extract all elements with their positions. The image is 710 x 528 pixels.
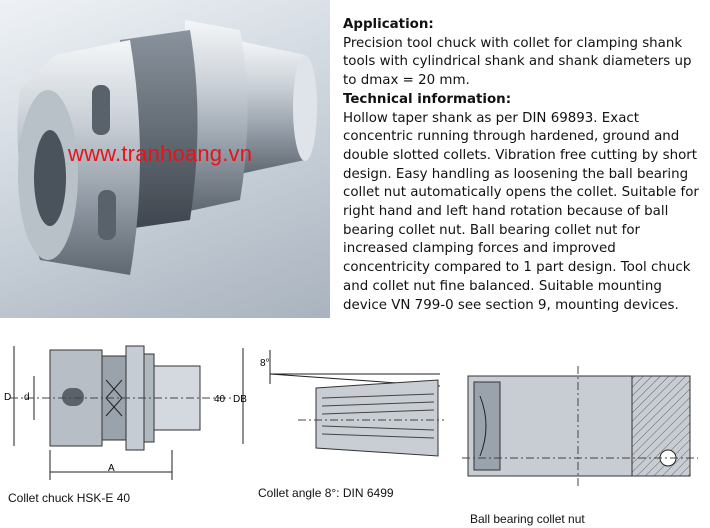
label-D: D <box>4 392 11 403</box>
product-photo: www.tranhoang.vn <box>0 0 330 318</box>
label-d: d <box>24 392 30 403</box>
collet-chuck-photo <box>17 20 317 275</box>
watermark-text: www.tranhoang.vn <box>68 141 253 166</box>
caption-collet-angle: Collet angle 8°: DIN 6499 <box>258 486 394 500</box>
label-A: A <box>108 463 115 474</box>
caption-collet-chuck: Collet chuck HSK-E 40 <box>8 491 131 505</box>
label-angle: 8° <box>260 358 270 369</box>
collet-chuck-drawing: D d 40 DB A <box>4 345 247 480</box>
technical-text: Hollow taper shank as per DIN 69893. Exa… <box>343 110 699 313</box>
description-block: Application: Precision tool chuck with c… <box>343 16 705 315</box>
collet-nut-drawing <box>462 366 698 488</box>
label-DB: DB <box>233 394 247 405</box>
technical-heading: Technical information: <box>343 91 512 107</box>
application-text: Precision tool chuck with collet for cla… <box>343 35 692 89</box>
label-40: 40 <box>214 394 226 405</box>
collet-drawing: 8° <box>260 350 444 457</box>
caption-collet-nut: Ball bearing collet nut <box>470 512 585 526</box>
application-heading: Application: <box>343 17 434 32</box>
